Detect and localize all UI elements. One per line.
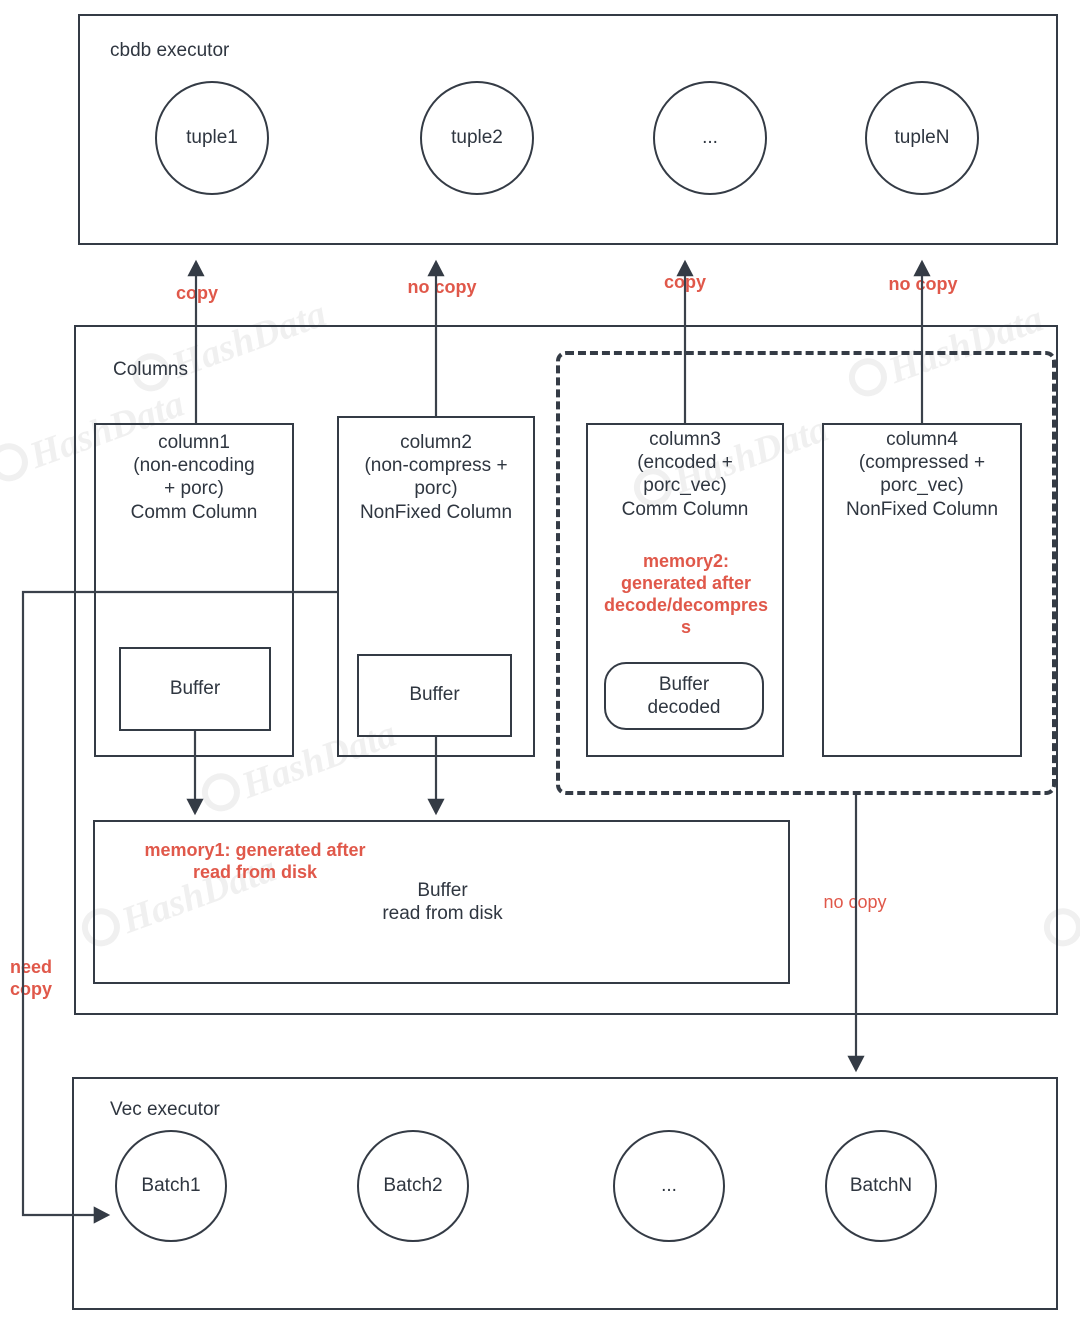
- batch-label: BatchN: [849, 1175, 913, 1196]
- column1-buffer-label: Buffer: [169, 678, 221, 699]
- tuple-label: ...: [702, 127, 718, 148]
- tuple-label: tupleN: [894, 127, 950, 148]
- column1-kind: Comm Column: [130, 502, 258, 523]
- tuple-node[interactable]: tuple2: [420, 81, 534, 195]
- column4-kind: NonFixed Column: [845, 499, 999, 520]
- cbdb-executor-panel: [78, 14, 1058, 245]
- tuple-label: tuple1: [186, 127, 238, 148]
- column-box-column3[interactable]: [586, 423, 784, 757]
- column3-buffer-label: Buffer decoded: [647, 673, 721, 718]
- tuple-node[interactable]: ...: [653, 81, 767, 195]
- tuple-node[interactable]: tuple1: [155, 81, 269, 195]
- column2-name: column2: [400, 432, 472, 453]
- copy-label: no copy: [888, 274, 958, 294]
- memory2-note: memory2: generated after decode/decompre…: [603, 551, 769, 637]
- batch-label: Batch1: [141, 1175, 201, 1196]
- tuple-node[interactable]: tupleN: [865, 81, 979, 195]
- no-copy-right-label: no copy: [823, 892, 887, 912]
- tuple-label: tuple2: [451, 127, 503, 148]
- batch-node[interactable]: ...: [613, 1130, 725, 1242]
- column4-spec: (compressed + porc_vec): [858, 452, 986, 497]
- vectorized-columns-group: [556, 351, 1056, 795]
- column3-spec: (encoded + porc_vec): [637, 452, 733, 497]
- batch-label: ...: [661, 1175, 677, 1196]
- memory1-buffer-label: Buffer read from disk: [382, 880, 503, 925]
- column3-name: column3: [649, 429, 721, 450]
- batch-node[interactable]: BatchN: [825, 1130, 937, 1242]
- column2-kind: NonFixed Column: [359, 502, 513, 523]
- column1-name: column1: [158, 432, 230, 453]
- column3-buffer-decoded[interactable]: Buffer decoded: [604, 662, 764, 730]
- column-box-column4[interactable]: [822, 423, 1022, 757]
- column4-name: column4: [886, 429, 958, 450]
- copy-label: copy: [663, 272, 706, 292]
- batch-node[interactable]: Batch2: [357, 1130, 469, 1242]
- batch-label: Batch2: [383, 1175, 443, 1196]
- column2-spec: (non-compress + porc): [364, 455, 508, 500]
- column1-spec: (non-encoding + porc): [133, 455, 255, 500]
- columns-label: Columns: [113, 359, 188, 380]
- column3-kind: Comm Column: [621, 499, 749, 520]
- cbdb-executor-label: cbdb executor: [110, 40, 230, 61]
- need-copy-left-label: need copy: [9, 957, 52, 999]
- vec-executor-label: Vec executor: [110, 1099, 220, 1120]
- copy-label: copy: [175, 283, 218, 303]
- column2-buffer-label: Buffer: [409, 684, 460, 705]
- column2-buffer[interactable]: [357, 654, 512, 737]
- batch-node[interactable]: Batch1: [115, 1130, 227, 1242]
- memory1-note: memory1: generated after read from disk: [144, 840, 366, 882]
- copy-label: no copy: [407, 277, 477, 297]
